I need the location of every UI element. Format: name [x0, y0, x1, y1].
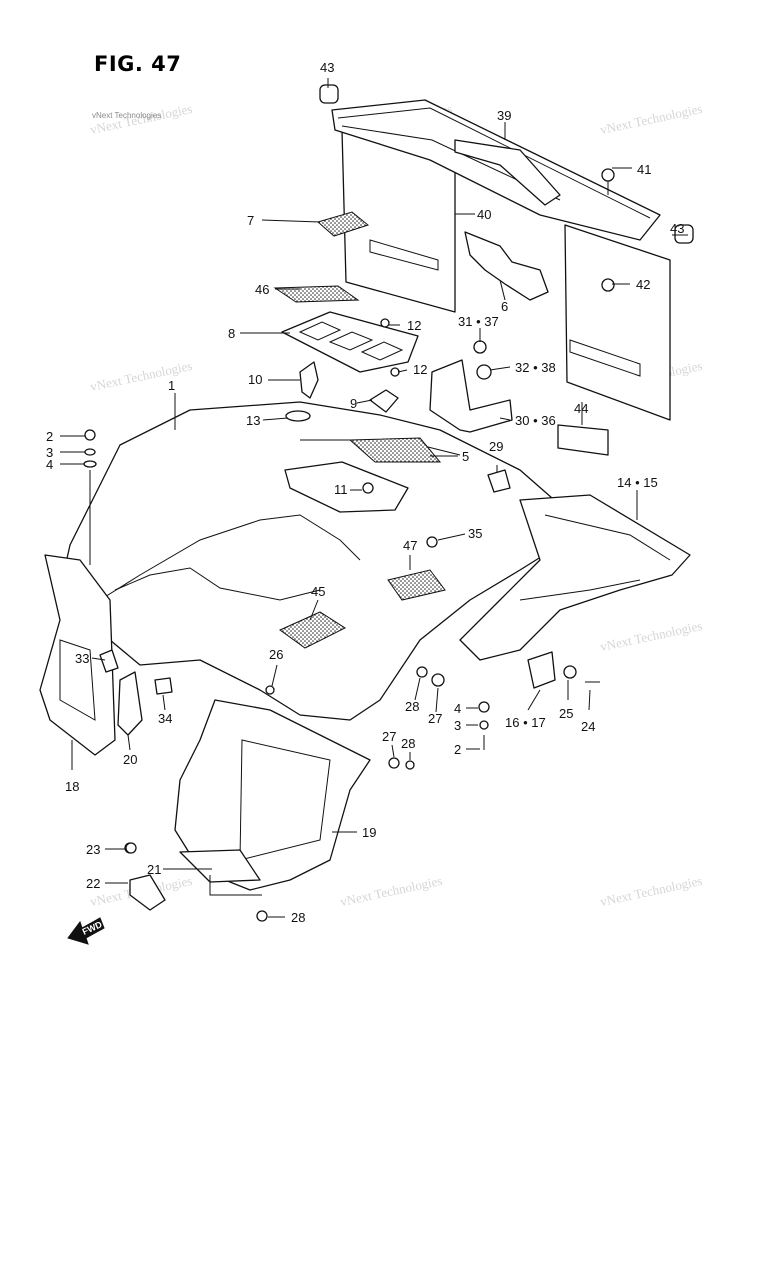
- callout-2: 2: [46, 429, 53, 444]
- callout-4: 4: [46, 457, 53, 472]
- callout-40: 40: [477, 207, 491, 222]
- svg-text:vNext Technologies: vNext Technologies: [599, 618, 704, 654]
- bracket-6: [464, 231, 549, 301]
- callout-28: 28: [291, 910, 305, 925]
- callout-35: 35: [468, 526, 482, 541]
- screw-28: [256, 910, 268, 922]
- screw-23: [125, 842, 137, 854]
- rear-fender-extension-14-15: [459, 494, 691, 661]
- callout-9: 9: [350, 396, 357, 411]
- callout-11: 11: [334, 482, 348, 497]
- rear-carrier-rack: [319, 84, 694, 421]
- callout-3: 3: [454, 718, 461, 733]
- callout-39: 39: [497, 108, 511, 123]
- callout-8: 8: [228, 326, 235, 341]
- callout-4: 4: [454, 701, 461, 716]
- bracket-30-36: [429, 340, 513, 433]
- svg-text:vNext Technologies: vNext Technologies: [339, 873, 444, 909]
- callout-2: 2: [454, 742, 461, 757]
- leader-lines: [60, 78, 688, 918]
- callout-7: 7: [247, 213, 254, 228]
- callout-26: 26: [269, 647, 283, 662]
- callout-32-38: 32 • 38: [515, 360, 556, 375]
- cushion-29: [487, 469, 511, 493]
- watermark-text: vNext Technologies: [92, 111, 161, 120]
- callout-25: 25: [559, 706, 573, 721]
- callout-23: 23: [86, 842, 100, 857]
- callout-47: 47: [403, 538, 417, 553]
- callout-19: 19: [362, 825, 376, 840]
- callout-16-17: 16 • 17: [505, 715, 546, 730]
- callout-3: 3: [46, 445, 53, 460]
- callout-13: 13: [246, 413, 260, 428]
- figure-title: FIG. 47: [94, 52, 182, 76]
- callout-42: 42: [636, 277, 650, 292]
- callout-6: 6: [501, 299, 508, 314]
- hardware-16-17-24-25: [265, 651, 600, 770]
- callout-14-15: 14 • 15: [617, 475, 658, 490]
- label-7: [316, 211, 370, 237]
- callout-34: 34: [158, 711, 172, 726]
- lower-guard-19: [124, 699, 371, 911]
- callout-21: 21: [147, 862, 161, 877]
- callout-20: 20: [123, 752, 137, 767]
- callout-24: 24: [581, 719, 595, 734]
- svg-text:vNext Technologies: vNext Technologies: [599, 101, 704, 137]
- rear-fender-1: [59, 401, 561, 721]
- callout-labels: 43 39 41 43 7 40 42 6 46 31 • 37 8 12 10…: [46, 60, 684, 925]
- callout-30-36: 30 • 36: [515, 413, 556, 428]
- svg-text:vNext Technologies: vNext Technologies: [89, 358, 194, 394]
- callout-28: 28: [401, 736, 415, 751]
- callout-43: 43: [320, 60, 334, 75]
- callout-45: 45: [311, 584, 325, 599]
- callout-22: 22: [86, 876, 100, 891]
- callout-31-37: 31 • 37: [458, 314, 499, 329]
- callout-46: 46: [255, 282, 269, 297]
- callout-12: 12: [407, 318, 421, 333]
- callout-12: 12: [413, 362, 427, 377]
- callout-33: 33: [75, 651, 89, 666]
- label-44: [557, 424, 609, 456]
- callout-5: 5: [462, 449, 469, 464]
- callout-27: 27: [382, 729, 396, 744]
- callout-43: 43: [670, 221, 684, 236]
- callout-28: 28: [405, 699, 419, 714]
- callout-41: 41: [637, 162, 651, 177]
- callout-27: 27: [428, 711, 442, 726]
- label-46: [273, 285, 360, 303]
- callout-10: 10: [248, 372, 262, 387]
- svg-text:vNext Technologies: vNext Technologies: [599, 873, 704, 909]
- callout-44: 44: [574, 401, 588, 416]
- forward-direction-arrow: FWD: [67, 917, 105, 945]
- tool-box-lid-8: [281, 311, 419, 413]
- callout-1: 1: [168, 378, 175, 393]
- callout-29: 29: [489, 439, 503, 454]
- mud-guard-18: [39, 554, 173, 756]
- callout-18: 18: [65, 779, 79, 794]
